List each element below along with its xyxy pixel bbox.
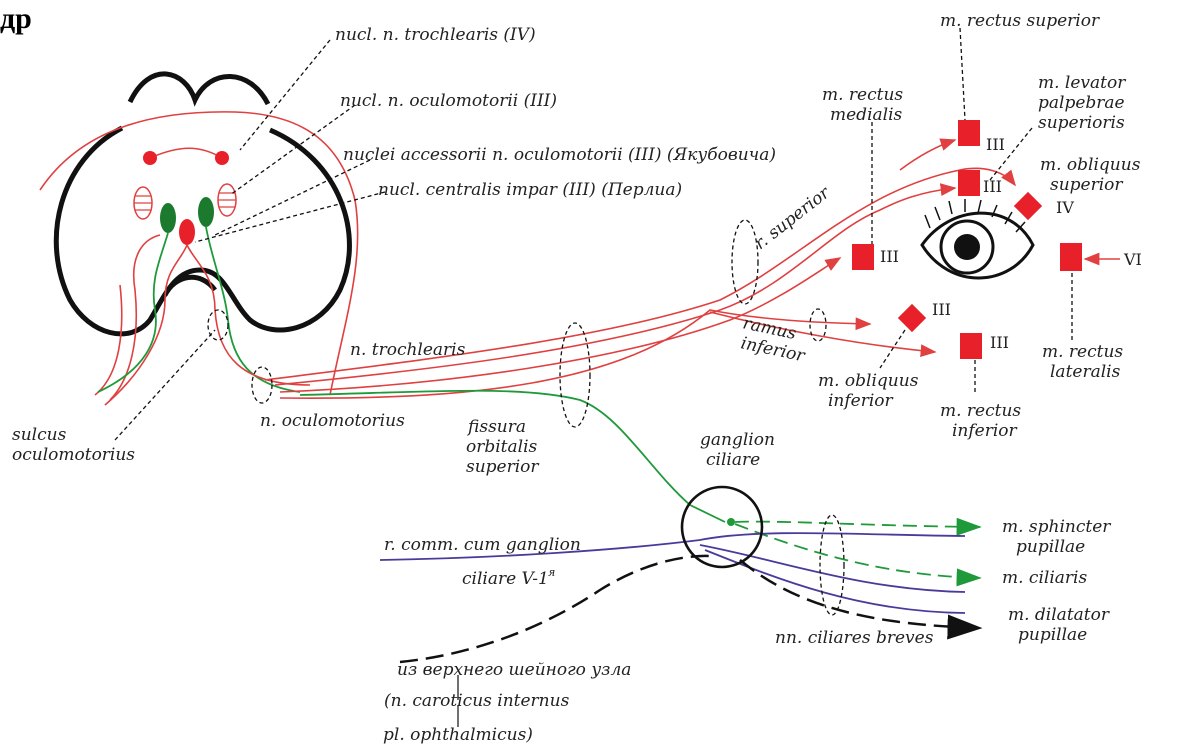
muscle-markers bbox=[852, 120, 1120, 359]
label-ganglion: ganglion bbox=[700, 430, 775, 450]
label-obliquus-superior-2: superior bbox=[1050, 175, 1123, 195]
label-dilatator: m. dilatator bbox=[1008, 605, 1110, 625]
label-rectus-lateralis-2: lateralis bbox=[1050, 362, 1121, 382]
nerve-numerals: III III III IV III III VI bbox=[880, 135, 1142, 352]
label-r-comm: r. comm. cum ganglion bbox=[384, 535, 581, 555]
numeral-levator: III bbox=[983, 177, 1002, 196]
label-r-superior: r. superior bbox=[751, 182, 835, 253]
label-rectus-inferior: m. rectus bbox=[940, 401, 1021, 421]
numeral-abducens: VI bbox=[1123, 250, 1142, 269]
label-rectus-medialis: m. rectus bbox=[822, 85, 903, 105]
label-obliquus-inferior: m. obliquus bbox=[818, 371, 919, 391]
label-obliquus-superior: m. obliquus bbox=[1040, 155, 1141, 175]
label-r-comm-2: ciliare V-1 bbox=[462, 569, 549, 589]
label-fissura: fissura bbox=[466, 417, 526, 437]
label-sympathetic-3: pl. ophthalmicus) bbox=[383, 725, 533, 745]
label-sulcus: sulcus bbox=[12, 425, 67, 445]
rectus-inferior-marker bbox=[960, 333, 982, 359]
pointer-lines bbox=[114, 27, 1073, 616]
oculomotor-nucleus-left bbox=[160, 203, 176, 233]
label-r-comm-sup: я bbox=[548, 566, 555, 579]
oculomotor-nucleus-right bbox=[198, 197, 214, 227]
label-rectus-inferior-2: inferior bbox=[952, 421, 1018, 441]
brainstem-section bbox=[39, 71, 359, 401]
trochlear-nucleus-left bbox=[143, 151, 157, 165]
label-levator-2: palpebrae bbox=[1038, 93, 1125, 113]
label-n-oculomotorius: n. oculomotorius bbox=[260, 411, 405, 431]
label-levator: m. levator bbox=[1038, 73, 1126, 93]
header-fragment: др bbox=[0, 2, 32, 35]
obliquus-inferior-marker bbox=[897, 303, 927, 333]
ganglion-ciliare bbox=[680, 485, 764, 569]
label-n-trochlearis: n. trochlearis bbox=[350, 340, 466, 360]
eye-illustration bbox=[920, 199, 1035, 280]
label-fissura-2: orbitalis bbox=[466, 437, 538, 457]
label-rectus-medialis-2: medialis bbox=[830, 105, 903, 125]
trochlear-nucleus-right bbox=[215, 151, 229, 165]
label-sympathetic-2: (n. caroticus internus bbox=[384, 691, 570, 711]
levator-marker bbox=[958, 170, 980, 196]
numeral-obliquus-inferior: III bbox=[932, 300, 951, 319]
central-nucleus bbox=[179, 219, 195, 245]
rectus-medialis-marker bbox=[852, 244, 874, 270]
numeral-obliquus-superior: IV bbox=[1056, 198, 1074, 217]
brainstem-nuclei bbox=[133, 151, 237, 245]
label-rectus-lateralis: m. rectus bbox=[1042, 342, 1123, 362]
label-sphincter: m. sphincter bbox=[1002, 517, 1111, 537]
label-dilatator-2: pupillae bbox=[1018, 625, 1087, 645]
numeral-rectus-medialis: III bbox=[880, 247, 899, 266]
label-nn-ciliares: nn. ciliares breves bbox=[775, 628, 934, 648]
label-levator-3: superioris bbox=[1038, 113, 1125, 133]
label-obliquus-inferior-2: inferior bbox=[828, 391, 894, 411]
label-ganglion-2: ciliare bbox=[706, 450, 760, 470]
label-sulcus-2: oculomotorius bbox=[12, 445, 135, 465]
label-rectus-superior: m. rectus superior bbox=[940, 11, 1100, 31]
rectus-lateralis-marker bbox=[1060, 243, 1082, 271]
label-trochlear-nucleus: nucl. n. trochlearis (IV) bbox=[335, 25, 536, 45]
nerve-bundles bbox=[264, 138, 1016, 727]
label-central-nucleus: nucl. centralis impar (III) (Перлиа) bbox=[378, 180, 682, 200]
numeral-rectus-inferior: III bbox=[990, 333, 1009, 352]
label-sympathetic: из верхнего шейного узла bbox=[397, 660, 631, 680]
label-oculomotor-nucleus: nucl. n. oculomotorii (III) bbox=[340, 91, 557, 111]
label-fissura-3: superior bbox=[466, 457, 539, 477]
label-ciliaris: m. ciliaris bbox=[1002, 568, 1087, 588]
label-sphincter-2: pupillae bbox=[1016, 537, 1085, 557]
obliquus-superior-marker bbox=[1013, 191, 1043, 221]
label-accessory-nuclei: nuclei accessorii n. oculomotorii (III) … bbox=[343, 145, 776, 165]
numeral-rectus-superior: III bbox=[986, 135, 1005, 154]
rectus-superior-marker bbox=[958, 120, 980, 146]
